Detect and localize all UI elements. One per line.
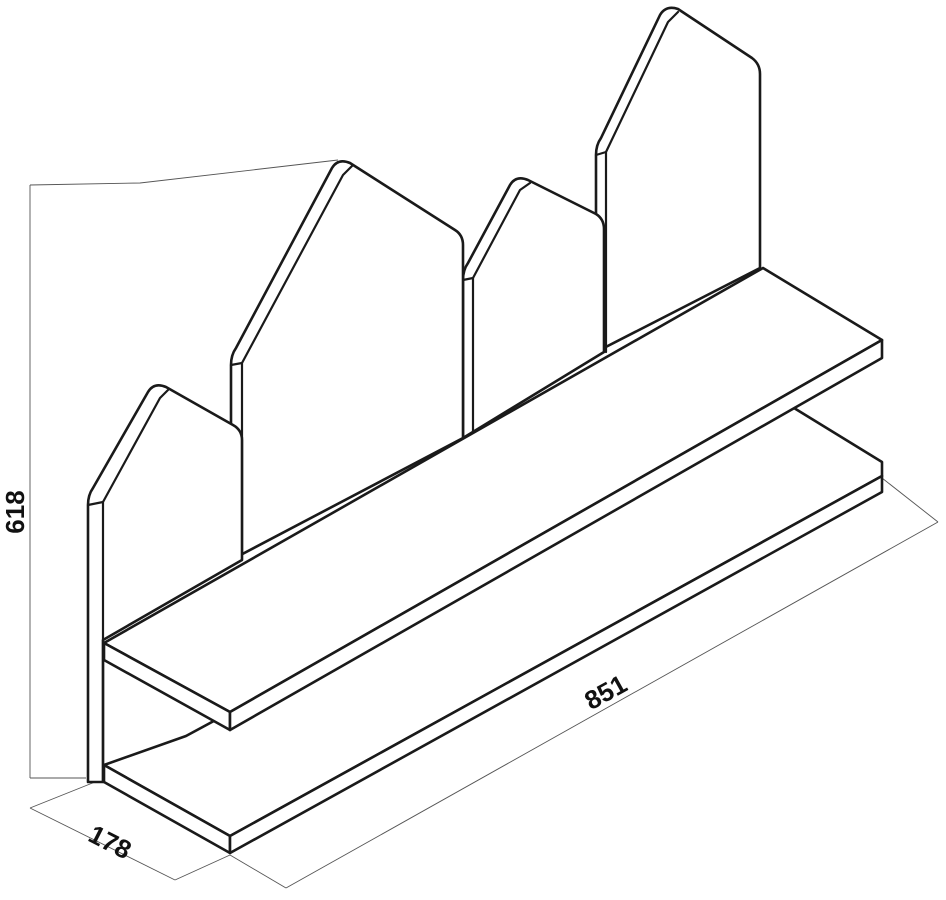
house-panel-right [594, 6, 762, 354]
house-panel-middle-left [229, 160, 465, 562]
width-left-extension-line [229, 854, 287, 889]
depth-dimension-label: 178 [84, 819, 136, 865]
width-right-extension-line [881, 477, 939, 523]
depth-dimension-line [29, 807, 176, 881]
width-dimension-label: 851 [579, 668, 631, 715]
dimension-lines [29, 159, 939, 889]
height-dimension-label: 618 [0, 490, 30, 533]
bottom-shelf [102, 406, 884, 855]
house-panel-left [86, 384, 244, 784]
depth-left-extension-line [29, 779, 101, 809]
height-top-extension-line [29, 159, 339, 186]
width-dimension-line [285, 521, 939, 889]
top-shelf [102, 266, 884, 732]
depth-right-extension-line [174, 854, 231, 881]
